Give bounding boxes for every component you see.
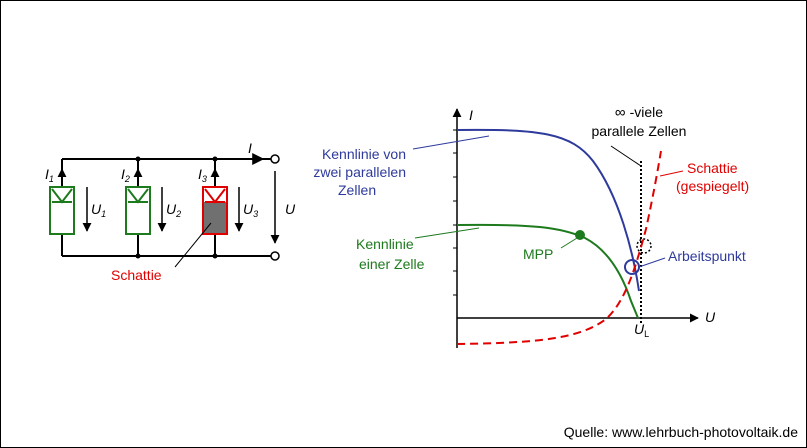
label-total-voltage: U — [285, 201, 296, 217]
shade-pointer-line — [174, 222, 212, 268]
one-cell-label-2: einer Zelle — [359, 256, 425, 272]
infinite-symbol: ∞ — [615, 104, 626, 121]
label-I1: I1 — [45, 166, 54, 184]
mpp-point — [575, 230, 585, 240]
top-terminal — [270, 154, 280, 164]
x-axis-label: U — [705, 309, 716, 325]
label-U2: U2 — [166, 201, 181, 219]
operating-point-pointer — [638, 257, 666, 268]
iu-graph: I U UL ∞-viele parallele Zellen Kennlini… — [313, 104, 749, 348]
label-I3: I3 — [198, 166, 207, 184]
two-cells-pointer — [412, 135, 490, 150]
y-axis-label: I — [469, 107, 473, 123]
operating-point-marker — [624, 259, 640, 275]
two-cells-label-1: Kennlinie von — [322, 146, 406, 162]
infinite-cells-label-2: parallele Zellen — [592, 123, 687, 139]
label-U1: U1 — [91, 201, 106, 219]
label-total-current: I — [248, 140, 252, 156]
solar-cell-2 — [125, 186, 151, 235]
mirror-label-2: (gespiegelt) — [676, 178, 749, 194]
y-axis-ticks — [453, 129, 457, 296]
solar-cell-3-unshaded-part — [204, 188, 226, 202]
two-cells-label-2: zwei parallelen — [313, 164, 406, 180]
one-cell-label-1: Kennlinie — [356, 236, 414, 252]
source-credit: Quelle: www.lehrbuch-photovoltaik.de — [564, 424, 798, 440]
bottom-terminal — [270, 251, 280, 261]
operating-point-label: Arbeitspunkt — [668, 248, 746, 264]
label-U3: U3 — [243, 201, 258, 219]
infinite-operating-point-marker — [636, 238, 652, 254]
curve-single-cell — [456, 223, 639, 319]
infinite-cells-label: ∞-viele — [615, 104, 663, 121]
mirror-pointer — [659, 170, 684, 177]
one-cell-pointer — [414, 227, 480, 239]
ul-label: UL — [634, 321, 649, 339]
mpp-pointer — [560, 237, 578, 249]
solar-cell-1-diode-icon — [51, 188, 73, 204]
mirror-label-1: Schattie — [687, 160, 738, 176]
solar-cell-2-diode-icon — [127, 188, 149, 204]
label-I2: I2 — [121, 166, 130, 184]
solar-cell-1 — [49, 186, 75, 235]
infinite-cells-pointer — [610, 145, 642, 167]
label-shade: Schattie — [111, 267, 162, 283]
mpp-label: MPP — [523, 246, 553, 262]
two-cells-label-3: Zellen — [338, 182, 376, 198]
circuit: I1 I2 I3 U1 U2 U3 I U Schattie — [45, 140, 296, 283]
solar-cell-3-diode-icon — [204, 188, 226, 204]
curve-shaded-mirrored — [456, 150, 662, 345]
curve-two-parallel-cells — [456, 128, 640, 292]
